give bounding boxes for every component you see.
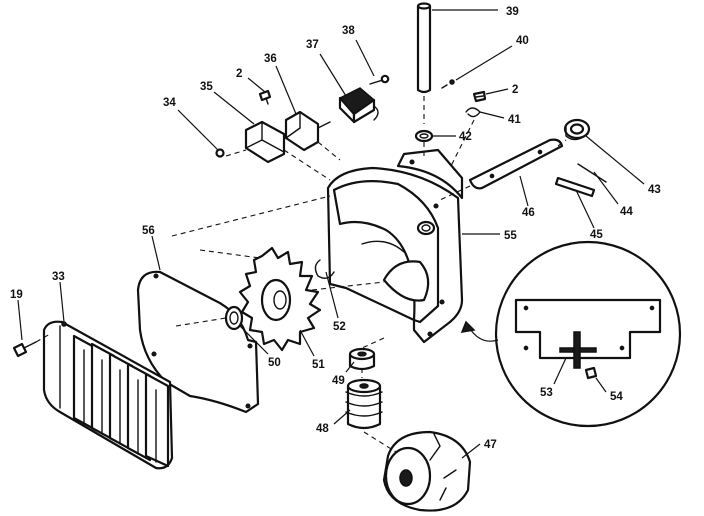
motor-cover-33 bbox=[42, 320, 174, 470]
callout-54: 54 bbox=[610, 391, 623, 403]
callout-44: 44 bbox=[620, 206, 633, 218]
clip-41 bbox=[465, 107, 481, 118]
callout-55: 55 bbox=[504, 230, 517, 242]
callout-34: 34 bbox=[163, 97, 176, 109]
screw-38 bbox=[369, 74, 390, 85]
callout-36: 36 bbox=[264, 53, 277, 65]
switch-37 bbox=[338, 87, 379, 124]
callout-39: 39 bbox=[506, 6, 519, 18]
bracket-36 bbox=[284, 110, 331, 152]
callout-48: 48 bbox=[316, 423, 329, 435]
snap-ring-52 bbox=[314, 259, 335, 279]
screw-2-upper bbox=[472, 90, 487, 103]
callout-56: 56 bbox=[142, 225, 155, 237]
callout-47: 47 bbox=[484, 439, 497, 451]
pin-40 bbox=[441, 79, 455, 89]
callout-45: 45 bbox=[590, 229, 603, 241]
key-44 bbox=[577, 163, 607, 183]
callout-37: 37 bbox=[306, 39, 319, 51]
gear-51 bbox=[238, 246, 322, 352]
callout-19: 19 bbox=[10, 289, 23, 301]
callout-leaders bbox=[17, 9, 645, 459]
bushing-49 bbox=[348, 347, 376, 371]
worm-48 bbox=[345, 378, 383, 430]
callout-33: 33 bbox=[52, 271, 65, 283]
ring-42 bbox=[414, 129, 434, 143]
screw-2-left bbox=[258, 89, 272, 105]
callout-43: 43 bbox=[648, 184, 661, 196]
callout-labels: 39 40 2 41 38 37 36 2 35 34 42 43 44 46 … bbox=[10, 6, 661, 451]
callout-51: 51 bbox=[312, 359, 325, 371]
callout-50: 50 bbox=[268, 357, 281, 369]
gasket-56 bbox=[136, 270, 260, 414]
callout-2-upper: 2 bbox=[512, 84, 518, 96]
callout-40: 40 bbox=[516, 35, 529, 47]
detail-inset bbox=[460, 240, 682, 428]
coupling-47 bbox=[382, 430, 472, 512]
gear-housing-55 bbox=[326, 148, 464, 344]
pin-45 bbox=[554, 176, 596, 198]
callout-52: 52 bbox=[333, 321, 346, 333]
collar-43 bbox=[563, 118, 591, 141]
callout-2-left: 2 bbox=[236, 68, 242, 80]
callout-41: 41 bbox=[508, 114, 521, 126]
callout-42: 42 bbox=[459, 131, 472, 143]
screw-19 bbox=[12, 341, 37, 358]
callout-46: 46 bbox=[522, 207, 535, 219]
washer-50 bbox=[224, 305, 244, 331]
shaft-39 bbox=[416, 2, 432, 94]
bar-46 bbox=[468, 138, 564, 190]
assembly-guide-lines bbox=[35, 96, 567, 453]
callout-53: 53 bbox=[540, 387, 553, 399]
callout-38: 38 bbox=[342, 25, 355, 37]
callout-49: 49 bbox=[332, 375, 345, 387]
callout-35: 35 bbox=[200, 81, 213, 93]
nut-34 bbox=[215, 148, 225, 158]
bracket-35 bbox=[244, 120, 286, 164]
